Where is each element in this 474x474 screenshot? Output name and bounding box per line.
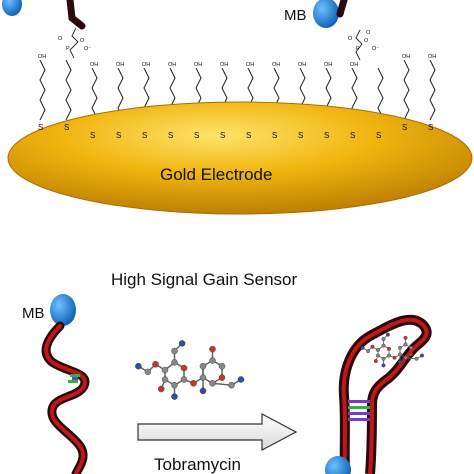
hydroxyl-label: OH bbox=[298, 62, 306, 68]
svg-text:O: O bbox=[366, 30, 371, 36]
hydroxyl-label: OH bbox=[116, 62, 124, 68]
sulfur-label: S bbox=[376, 131, 381, 140]
aptamer-strand-top-left bbox=[66, 0, 86, 30]
hydroxyl-label: OH bbox=[350, 62, 358, 68]
sulfur-label: S bbox=[64, 123, 69, 132]
svg-text:O: O bbox=[348, 36, 353, 42]
sulfur-label: S bbox=[324, 131, 329, 140]
base-pair-purple bbox=[348, 412, 370, 415]
hydroxyl-label: OH bbox=[428, 54, 436, 60]
alkyl-chain bbox=[39, 59, 46, 121]
redox-reporter-label-top: MB bbox=[284, 7, 307, 24]
base-pair-green bbox=[68, 380, 78, 383]
aptamer-strand-top-right bbox=[336, 0, 348, 18]
base-pair-green bbox=[70, 374, 80, 377]
aptamer-strand-bound bbox=[338, 314, 432, 474]
hydroxyl-label: OH bbox=[194, 62, 202, 68]
sulfur-label: S bbox=[142, 131, 147, 140]
sulfur-label: S bbox=[298, 131, 303, 140]
phosphate-linker-left bbox=[69, 27, 79, 59]
sulfur-label: S bbox=[402, 123, 407, 132]
hydroxyl-label: OH bbox=[246, 62, 254, 68]
sulfur-label: S bbox=[220, 131, 225, 140]
svg-text:O⁻: O⁻ bbox=[84, 46, 91, 52]
svg-text:O⁻: O⁻ bbox=[372, 46, 379, 52]
sulfur-label: S bbox=[194, 131, 199, 140]
sulfur-label: S bbox=[168, 131, 173, 140]
gold-electrode bbox=[7, 101, 473, 215]
hydroxyl-label: OH bbox=[402, 54, 410, 60]
aptamer-strand-unbound bbox=[41, 321, 90, 474]
top-panel: O O P O⁻ MB O O P O O⁻ OH OH OH OH OH OH OH OH O… bbox=[2, 0, 473, 215]
methylene-blue-bound bbox=[325, 456, 351, 474]
svg-text:P: P bbox=[66, 46, 70, 52]
sulfur-label: S bbox=[116, 131, 121, 140]
svg-text:O: O bbox=[364, 38, 369, 44]
tobramycin-bound-icon bbox=[360, 332, 424, 368]
methylene-blue-top-left bbox=[2, 0, 22, 16]
sulfur-label: S bbox=[90, 131, 95, 140]
methylene-blue-bottom bbox=[50, 294, 76, 326]
base-pair-purple bbox=[348, 400, 370, 403]
alkyl-chain bbox=[429, 59, 436, 121]
sulfur-label: S bbox=[38, 123, 43, 132]
hydroxyl-label: OH bbox=[90, 62, 98, 68]
hydroxyl-label: OH bbox=[142, 62, 150, 68]
right-arrow-icon bbox=[137, 413, 298, 451]
sulfur-label: S bbox=[246, 131, 251, 140]
hydroxyl-label: OH bbox=[168, 62, 176, 68]
tobramycin-molecule-icon bbox=[135, 340, 245, 400]
redox-reporter-label-bottom: MB bbox=[22, 305, 45, 322]
hydroxyl-label: OH bbox=[324, 62, 332, 68]
svg-text:O: O bbox=[80, 38, 85, 44]
methylene-blue-top-right bbox=[313, 0, 339, 28]
phosphate-linker-right bbox=[355, 29, 363, 61]
bottom-panel: High Signal Gain Sensor MB Tobramycin bbox=[22, 270, 432, 474]
svg-text:O: O bbox=[58, 36, 63, 42]
svg-text:P: P bbox=[356, 46, 360, 52]
target-label: Tobramycin bbox=[154, 455, 241, 474]
hydroxyl-label: OH bbox=[220, 62, 228, 68]
hydroxyl-label: OH bbox=[38, 54, 46, 60]
alkyl-chain bbox=[403, 59, 410, 121]
base-pair-green bbox=[348, 406, 370, 409]
electrode-label: Gold Electrode bbox=[160, 165, 272, 184]
base-pair-purple bbox=[348, 418, 370, 421]
panel-title: High Signal Gain Sensor bbox=[111, 270, 298, 289]
alkyl-chain bbox=[65, 59, 72, 121]
sulfur-label: S bbox=[272, 131, 277, 140]
sulfur-label: S bbox=[350, 131, 355, 140]
base-pair-purple bbox=[72, 377, 78, 380]
hydroxyl-label: OH bbox=[272, 62, 280, 68]
sulfur-label: S bbox=[428, 123, 433, 132]
